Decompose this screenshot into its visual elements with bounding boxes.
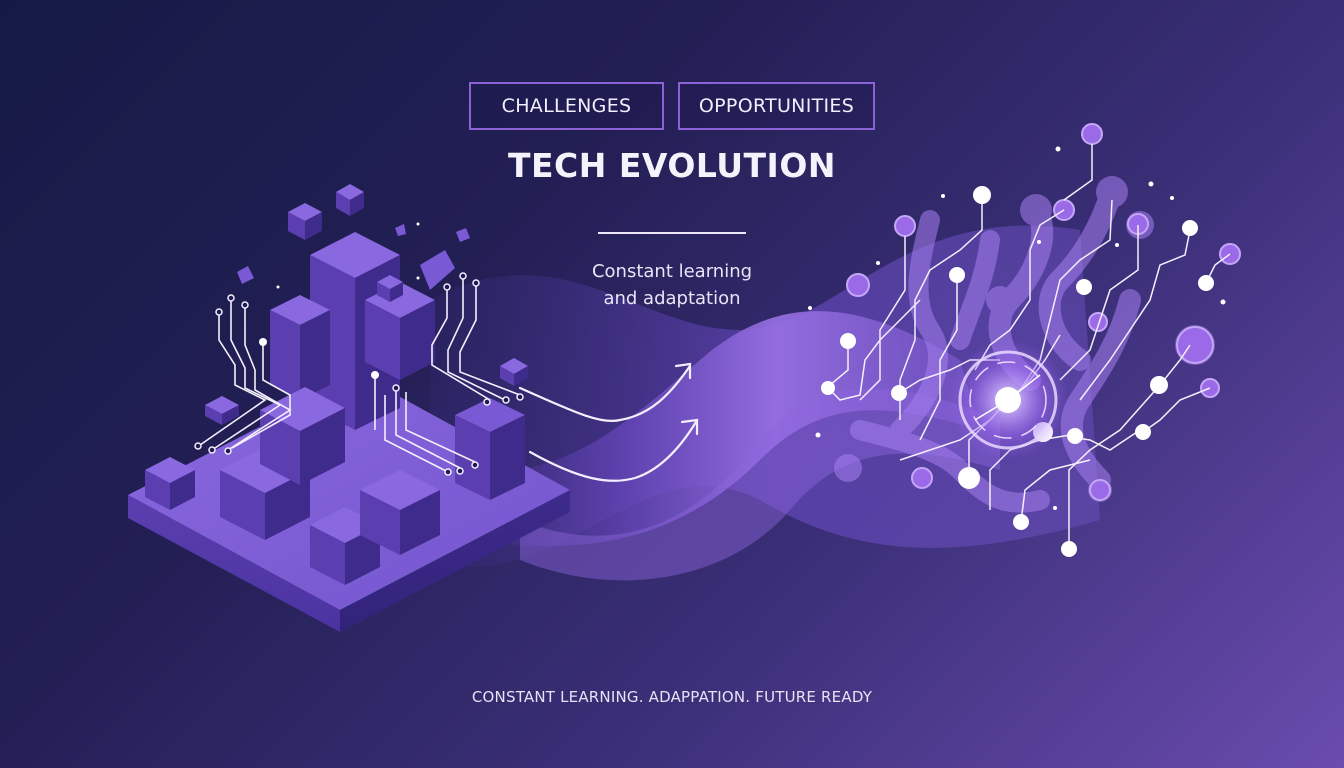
glowing-core <box>948 340 1068 460</box>
left-circuit-lines <box>199 276 521 473</box>
subtitle: Constant learning and adaptation <box>0 258 1344 312</box>
isometric-blocks <box>128 184 570 632</box>
subtitle-line-1: Constant learning <box>591 261 753 282</box>
title-divider <box>598 232 746 234</box>
left-circuit-nodes <box>194 272 524 476</box>
growth-arrows <box>518 362 699 482</box>
challenges-tag: CHALLENGES <box>469 82 664 130</box>
footer-tagline: CONSTANT LEARNING. ADAPPATION. FUTURE RE… <box>471 688 873 706</box>
opportunities-tag: OPPORTUNITIES <box>678 82 875 130</box>
glow-dots <box>259 222 420 379</box>
subtitle-line-2: and adaptation <box>603 288 741 309</box>
topic-tags: CHALLENGES OPPORTUNITIES <box>469 82 875 130</box>
page-title: TECH EVOLUTION <box>507 146 837 185</box>
